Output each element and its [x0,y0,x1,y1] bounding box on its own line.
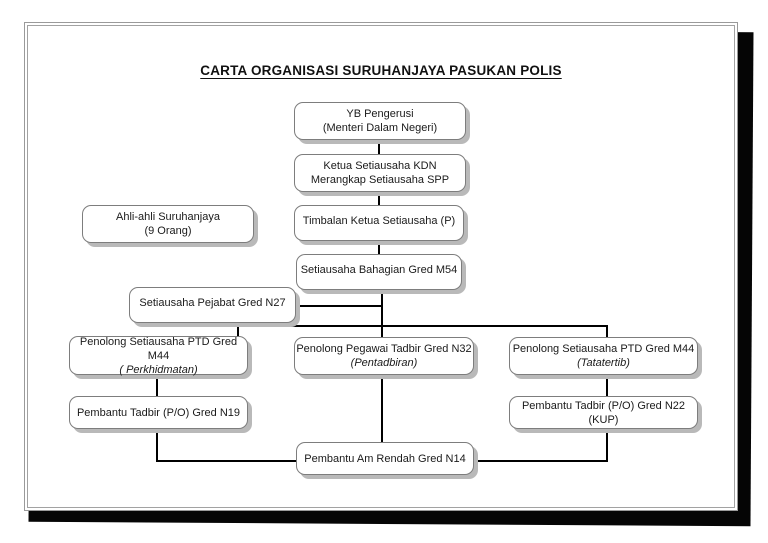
connector [378,190,380,205]
node-label: Setiausaha Bahagian Gred M54 [300,264,458,276]
connector [472,460,608,462]
node-yb-pengerusi: YB Pengerusi (Menteri Dalam Negeri) [294,102,466,140]
connector [156,372,158,396]
connector [606,429,608,462]
node-ketua-setiausaha-kdn: Ketua Setiausaha KDN Merangkap Setiausah… [294,154,466,192]
node-label: Penolong Pegawai Tadbir Gred N32 [296,343,472,355]
node-sublabel: (Pentadbiran) [350,357,418,369]
node-sublabel: (Menteri Dalam Negeri) [322,122,438,134]
node-sublabel: ( Perkhidmatan) [119,363,198,376]
connector [156,460,297,462]
node-sublabel: (9 Orang) [144,225,192,237]
node-setiausaha-pejabat-n27: Setiausaha Pejabat Gred N27 [129,287,296,323]
node-label: Penolong Setiausaha PTD Gred M44 [79,335,238,362]
chart-page: CARTA ORGANISASI SURUHANJAYA PASUKAN POL… [24,22,738,511]
node-label: YB Pengerusi [346,108,414,120]
node-sublabel: Merangkap Setiausaha SPP [310,174,450,186]
node-penolong-setiausaha-tatatertib: Penolong Setiausaha PTD Gred M44 (Tatate… [509,337,698,375]
connector [237,325,608,327]
node-sublabel: (Tatatertib) [577,357,630,369]
node-label: Pembantu Am Rendah Gred N14 [304,452,466,465]
node-pembantu-am-rendah-n14: Pembantu Am Rendah Gred N14 [296,442,474,475]
connector [381,290,383,337]
connector [378,138,380,155]
connector [378,240,380,255]
node-label: Ahli-ahli Suruhanjaya [116,211,220,223]
node-penolong-setiausaha-perkhidmatan: Penolong Setiausaha PTD Gred M44 ( Perkh… [69,335,248,376]
connector [237,325,239,337]
node-label: Timbalan Ketua Setiausaha (P) [302,215,456,227]
node-label: Pembantu Tadbir (P/O) Gred N19 [76,406,241,419]
node-label: Pembantu Tadbir (P/O) Gred N22 (KUP) [521,399,686,426]
node-pembantu-tadbir-n19: Pembantu Tadbir (P/O) Gred N19 [69,396,248,429]
connector [606,325,608,338]
node-timbalan-ketua-setiausaha: Timbalan Ketua Setiausaha (P) [294,205,464,241]
node-label: Setiausaha Pejabat Gred N27 [139,297,286,309]
page-title: CARTA ORGANISASI SURUHANJAYA PASUKAN POL… [200,63,562,78]
node-pembantu-tadbir-n22: Pembantu Tadbir (P/O) Gred N22 (KUP) [509,396,698,429]
connector [606,373,608,396]
node-label: Ketua Setiausaha KDN [323,160,437,172]
node-penolong-pegawai-tadbir-n32: Penolong Pegawai Tadbir Gred N32 (Pentad… [294,337,474,375]
node-setiausaha-bahagian-m54: Setiausaha Bahagian Gred M54 [296,254,462,290]
connector [156,427,158,462]
connector [296,305,382,307]
node-label: Penolong Setiausaha PTD Gred M44 [512,343,695,355]
connector [381,373,383,443]
node-ahli-suruhanjaya: Ahli-ahli Suruhanjaya (9 Orang) [82,205,254,243]
